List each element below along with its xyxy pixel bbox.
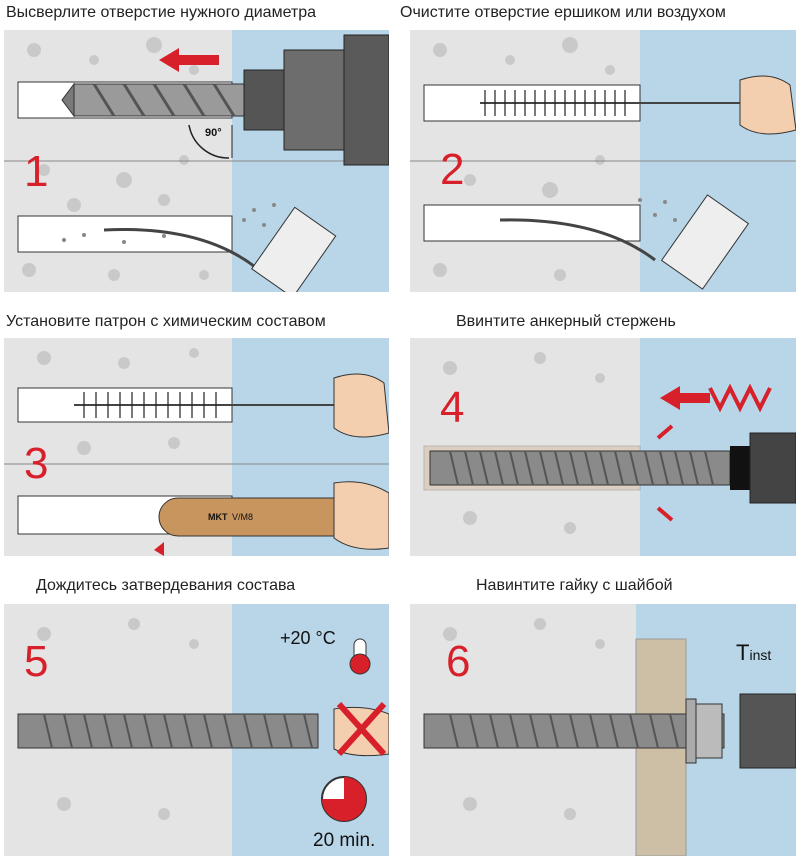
cartridge-sublabel: V/M8	[232, 512, 254, 522]
step-2-illustration	[410, 30, 796, 292]
torque-subscript: inst	[749, 647, 772, 663]
step-5-caption: Дождитесь затвердевания состава	[36, 577, 296, 594]
torque-symbol: T	[736, 640, 750, 665]
step-4-illustration	[423, 338, 796, 556]
step-3-caption: Установите патрон с химическим составом	[6, 313, 326, 330]
step-2-number: 2	[440, 145, 465, 194]
angle-label: 90°	[205, 127, 222, 139]
step-5-panel: +20 °C 20 min. 5	[4, 604, 389, 856]
step-4-panel: 4	[410, 338, 796, 556]
step-3-illustration	[4, 338, 389, 556]
temperature-label: +20 °C	[280, 628, 336, 648]
step-6-panel: Tinst 6	[410, 604, 796, 856]
step-1-caption: Высверлите отверстие нужного диаметра	[6, 4, 317, 21]
step-3-panel: MKT V/M8 3	[4, 338, 389, 556]
cartridge-label: MKT	[208, 512, 228, 522]
step-1-illustration	[4, 30, 389, 292]
step-1-number: 1	[24, 147, 49, 196]
step-4-number: 4	[440, 383, 465, 432]
step-5-illustration	[17, 604, 389, 856]
torque-label: Tinst	[736, 640, 771, 666]
step-6-number: 6	[446, 637, 471, 686]
step-2-caption: Очистите отверстие ершиком или воздухом	[400, 4, 726, 21]
step-3-number: 3	[24, 439, 49, 488]
step-4-caption: Ввинтите анкерный стержень	[456, 313, 676, 330]
step-1-panel: 90° 1	[4, 30, 389, 292]
cure-time-label: 20 min.	[313, 830, 376, 851]
step-6-caption: Навинтите гайку с шайбой	[476, 577, 673, 594]
step-5-number: 5	[24, 637, 49, 686]
step-6-illustration	[423, 604, 796, 856]
step-2-panel: 2	[410, 30, 796, 292]
